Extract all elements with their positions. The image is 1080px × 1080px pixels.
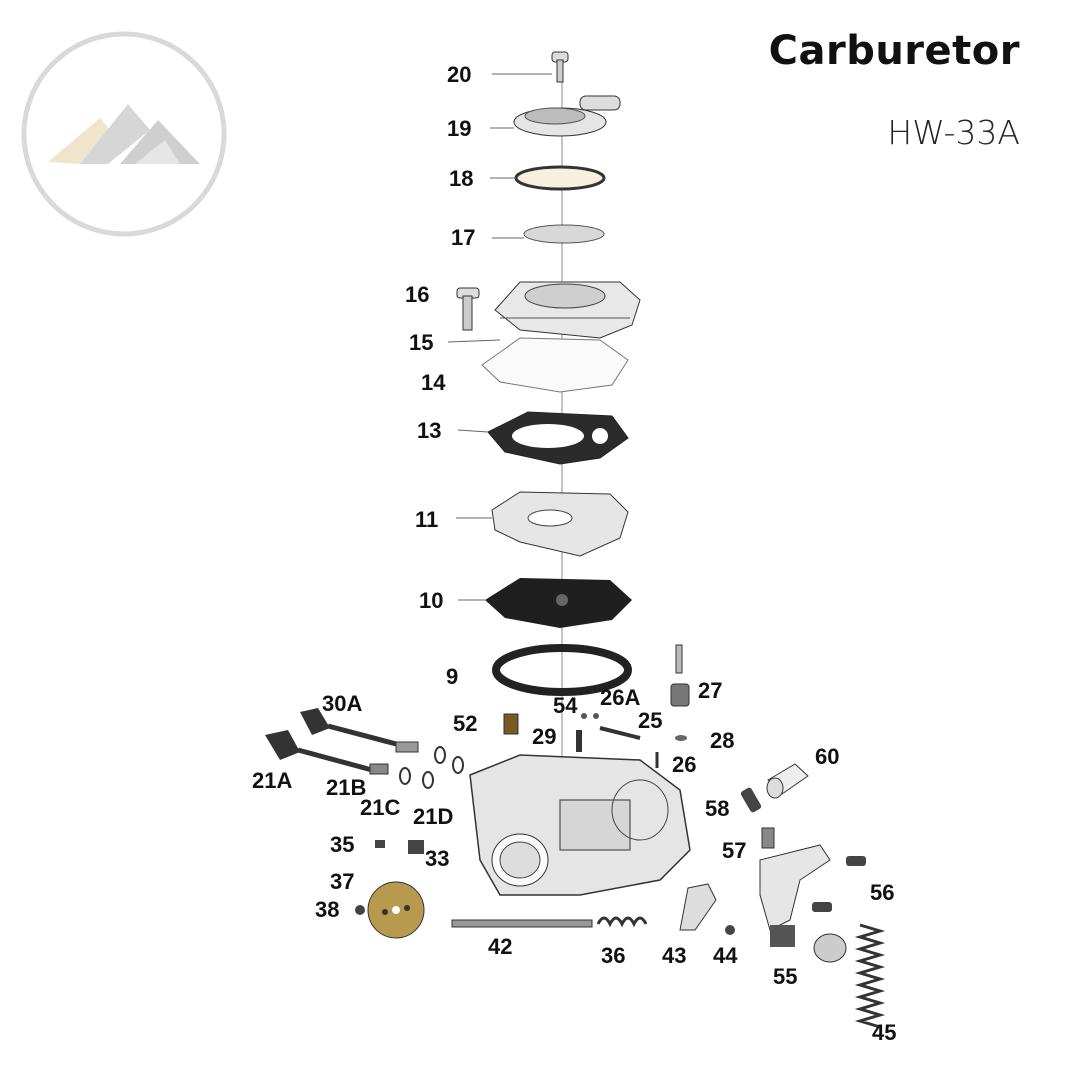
part-19-cover bbox=[513, 95, 621, 137]
part-13-gasket bbox=[487, 411, 629, 465]
label-21A: 21A bbox=[252, 768, 292, 793]
label-29: 29 bbox=[532, 724, 556, 749]
part-56-screw bbox=[846, 856, 866, 866]
springs-21B-21C-21D bbox=[369, 746, 464, 789]
part-10-diaphragm bbox=[485, 578, 632, 628]
label-25: 25 bbox=[638, 708, 662, 733]
part-54-balls bbox=[581, 713, 599, 719]
label-44: 44 bbox=[713, 943, 738, 968]
part-45-spring bbox=[854, 923, 886, 1029]
label-55: 55 bbox=[773, 964, 797, 989]
carburetor-main-body bbox=[469, 754, 691, 896]
part-20-screw bbox=[551, 51, 569, 83]
part-57-spring bbox=[761, 827, 775, 849]
mountain-logo-icon bbox=[21, 31, 227, 237]
part-55-throttle-lever bbox=[759, 844, 847, 963]
part-labels: 20 19 18 17 16 15 14 13 11 10 9 30A 52 5… bbox=[252, 62, 896, 1045]
part-28-washer bbox=[675, 735, 687, 741]
part-27-needle-valve bbox=[670, 644, 690, 707]
part-14-gasket bbox=[481, 337, 629, 393]
label-45: 45 bbox=[872, 1020, 896, 1045]
part-11-metering-body bbox=[491, 491, 629, 557]
part-58-screw bbox=[740, 787, 762, 813]
part-9-gasket bbox=[492, 644, 632, 696]
label-18: 18 bbox=[449, 166, 473, 191]
model-number: HW-33A bbox=[887, 113, 1020, 152]
part-16-bolt bbox=[456, 287, 480, 331]
leader-lines bbox=[447, 73, 552, 601]
part-33-block bbox=[408, 840, 424, 854]
label-43: 43 bbox=[662, 943, 686, 968]
label-37: 37 bbox=[330, 869, 354, 894]
part-25-lever bbox=[599, 726, 641, 740]
part-44-screw bbox=[725, 925, 735, 935]
label-21C: 21C bbox=[360, 795, 400, 820]
label-19: 19 bbox=[447, 116, 471, 141]
label-52: 52 bbox=[453, 711, 477, 736]
label-56: 56 bbox=[870, 880, 894, 905]
label-35: 35 bbox=[330, 832, 354, 857]
part-52-block bbox=[503, 713, 519, 735]
label-11: 11 bbox=[415, 507, 438, 532]
label-27: 27 bbox=[698, 678, 722, 703]
label-42: 42 bbox=[488, 934, 512, 959]
label-13: 13 bbox=[417, 418, 441, 443]
label-38: 38 bbox=[315, 897, 339, 922]
label-33: 33 bbox=[425, 846, 449, 871]
part-15-pump-body bbox=[494, 281, 641, 339]
label-60: 60 bbox=[815, 744, 839, 769]
part-37-throttle-plate bbox=[367, 881, 425, 939]
part-18-ring bbox=[514, 165, 606, 191]
label-16: 16 bbox=[405, 282, 429, 307]
part-56-screw-b bbox=[812, 902, 832, 912]
label-17: 17 bbox=[451, 225, 475, 250]
label-28: 28 bbox=[710, 728, 734, 753]
label-21B: 21B bbox=[326, 775, 366, 800]
part-43-lever bbox=[679, 883, 717, 931]
part-42-shaft bbox=[451, 919, 593, 928]
label-58: 58 bbox=[705, 796, 729, 821]
part-17-washer bbox=[523, 224, 605, 244]
part-30A-needle bbox=[300, 708, 419, 753]
label-30A: 30A bbox=[322, 691, 362, 716]
part-60-cylinder bbox=[766, 763, 809, 799]
page-title: Carburetor bbox=[768, 28, 1020, 74]
part-21A-needle bbox=[265, 730, 373, 773]
part-38-screw bbox=[355, 905, 365, 915]
label-26A: 26A bbox=[600, 685, 640, 710]
label-15: 15 bbox=[409, 330, 433, 355]
label-54: 54 bbox=[553, 693, 578, 718]
label-57: 57 bbox=[722, 838, 746, 863]
label-14: 14 bbox=[421, 370, 446, 395]
label-26: 26 bbox=[672, 752, 696, 777]
part-29-pin bbox=[576, 730, 582, 752]
label-21D: 21D bbox=[413, 804, 453, 829]
part-35-screw bbox=[375, 840, 385, 848]
label-36: 36 bbox=[601, 943, 625, 968]
label-20: 20 bbox=[447, 62, 471, 87]
part-36-spring bbox=[596, 916, 648, 928]
label-10: 10 bbox=[419, 588, 443, 613]
label-9: 9 bbox=[446, 664, 458, 689]
